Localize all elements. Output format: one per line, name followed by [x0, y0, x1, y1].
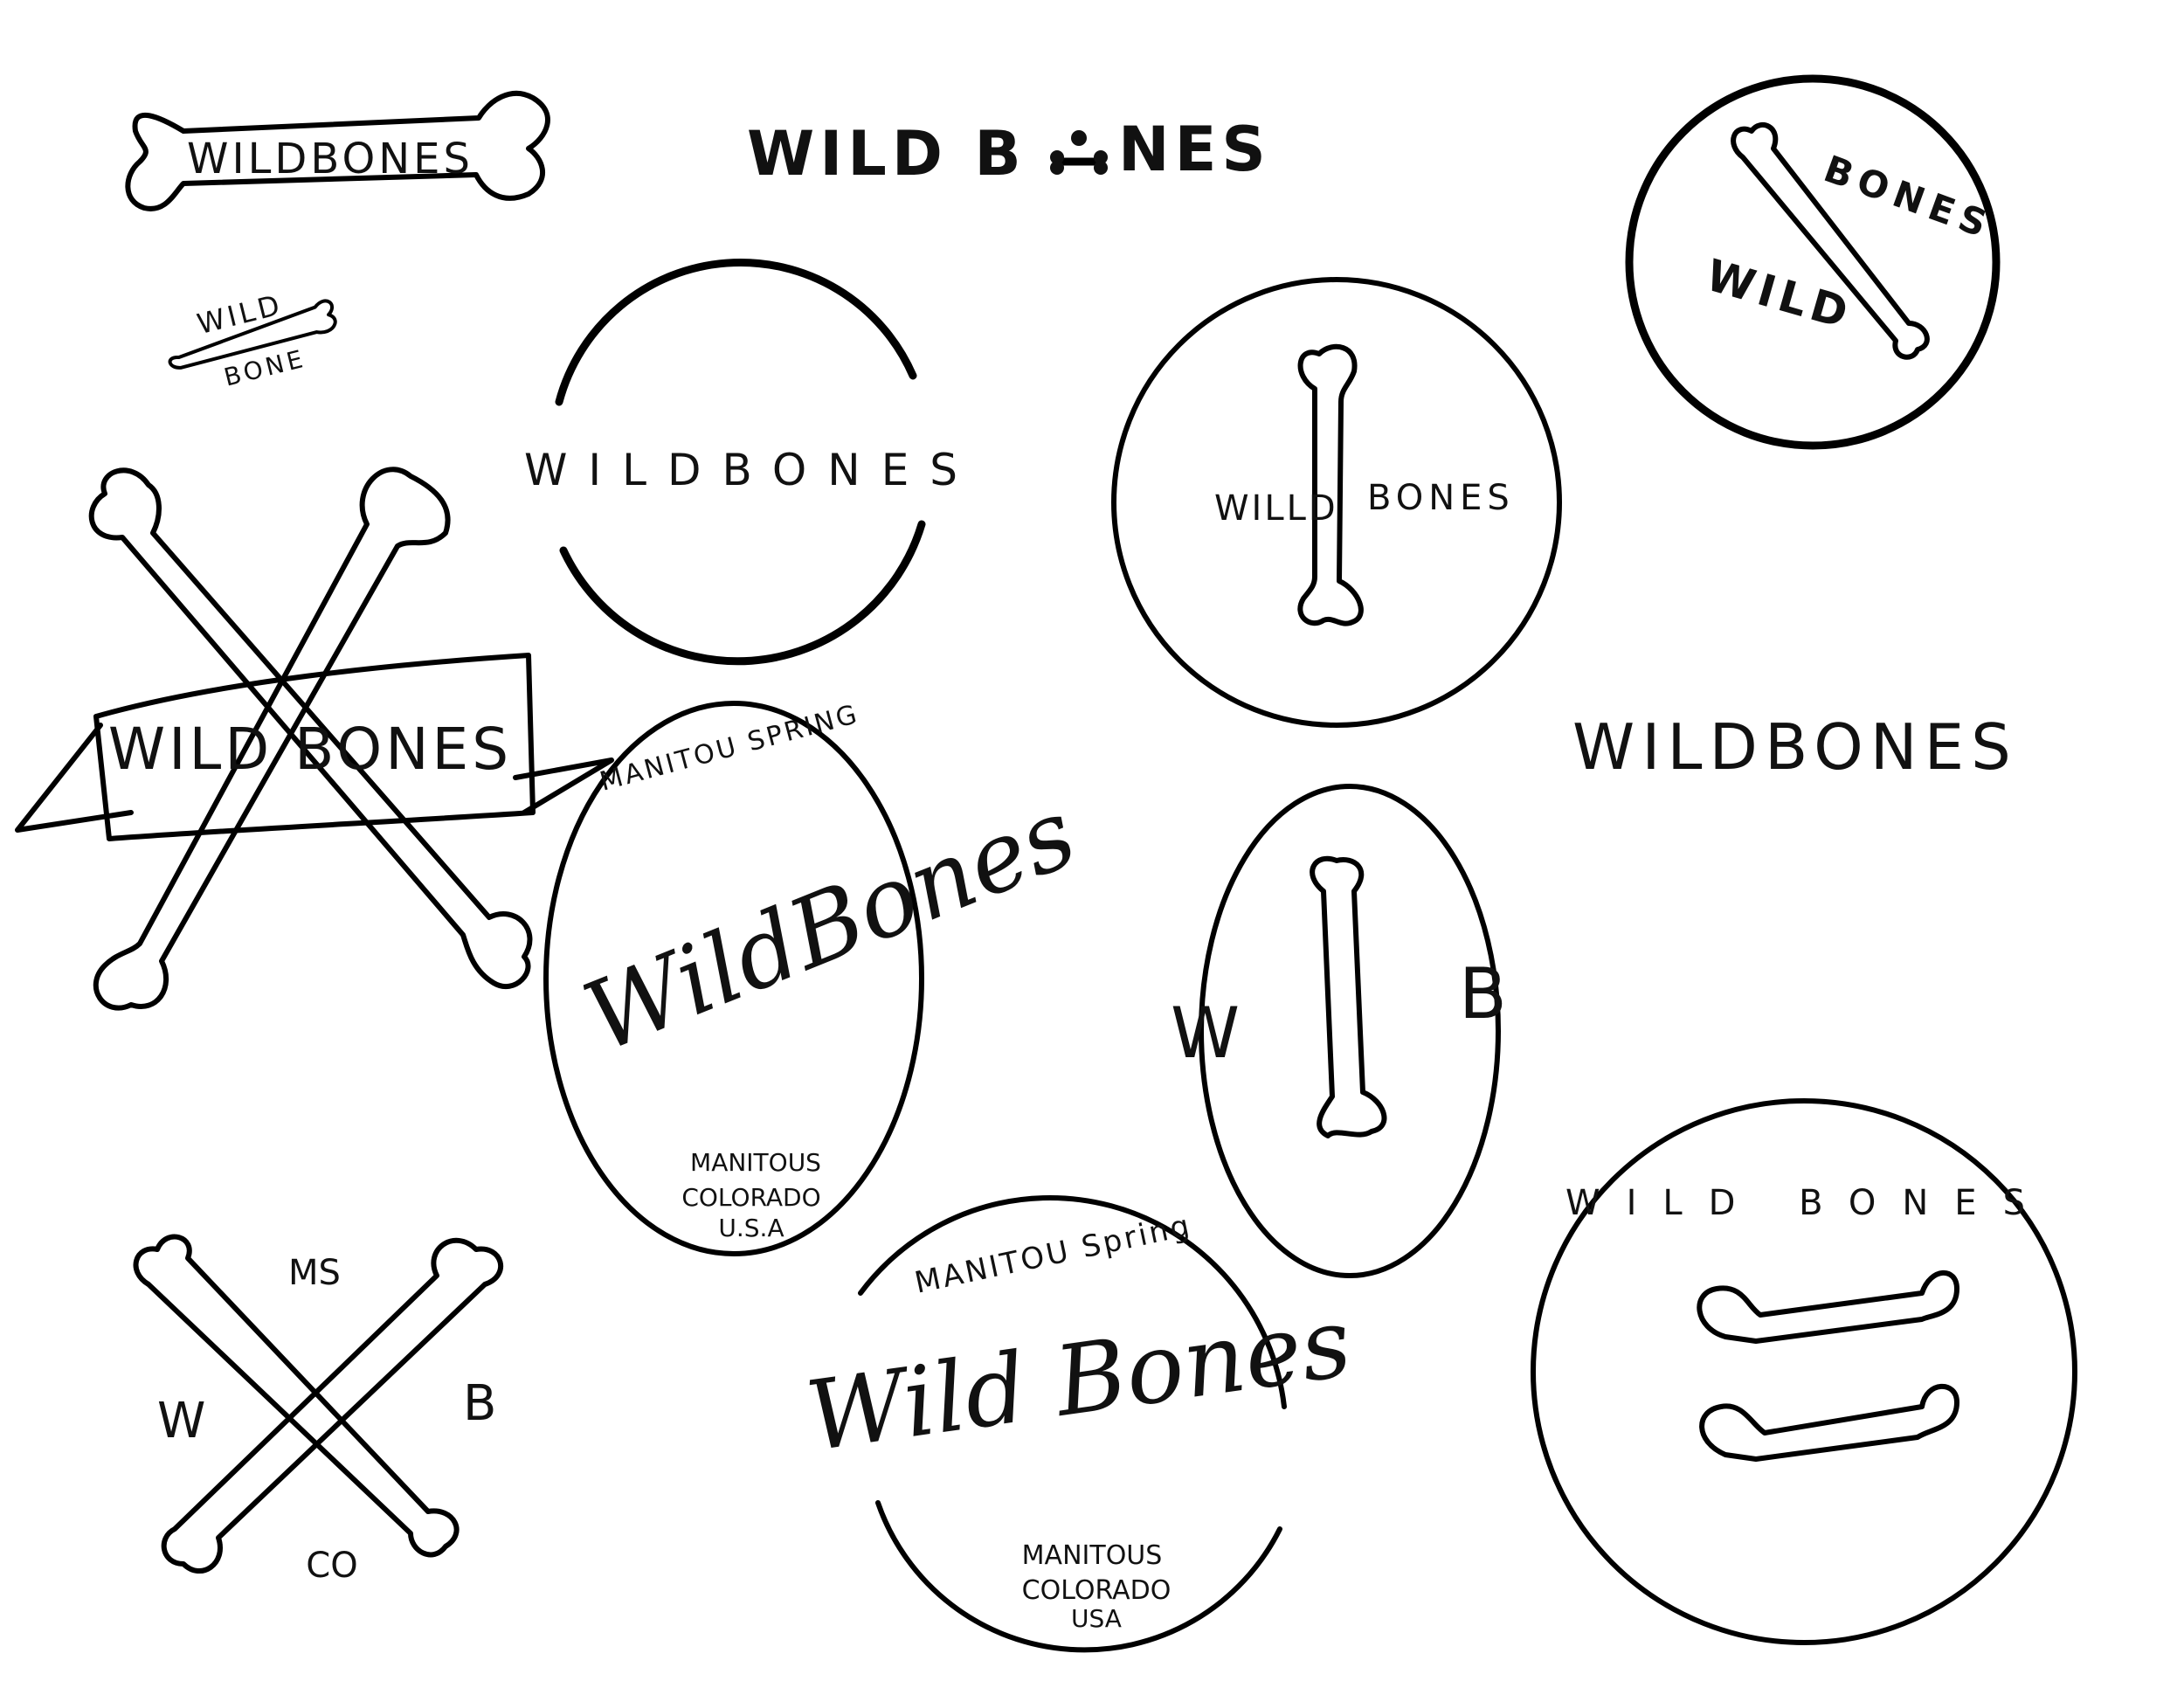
bone-banner-text: WILDBONES — [187, 135, 473, 183]
top-wordmark-left: WILD B — [747, 118, 1026, 190]
right-wordmark-text: WILDBONES — [1572, 710, 2018, 784]
circle-two-bones-arc: WILD BONES — [1565, 1183, 2051, 1223]
circle-bone-logo: WILLD BONES — [1111, 277, 1562, 728]
top-wordmark-right: NES — [1118, 114, 1271, 185]
cross-monogram-bottom: CO — [306, 1546, 357, 1586]
right-wordmark-logo: WILDBONES — [1572, 710, 2018, 784]
cross-monogram-top: MS — [288, 1253, 341, 1293]
bone-banner-logo: WILDBONES — [125, 91, 550, 211]
bone-icon — [1050, 130, 1108, 175]
oval-wb-left: W — [1171, 993, 1240, 1074]
bone-icon — [93, 467, 451, 1011]
cross-monogram-left: W — [157, 1393, 205, 1449]
crossbones-ribbon-text: WILD BONES — [108, 716, 512, 783]
badge-script-footer-1: MANITOUS — [1022, 1540, 1163, 1571]
crossbones-ribbon-logo: WILD BONES — [15, 467, 614, 1011]
circle-two-bones-logo: WILD BONES — [1531, 1098, 2077, 1645]
oval-script-footer-2: COLORADO — [681, 1183, 820, 1212]
oval-wb-logo: W B — [1171, 784, 1507, 1278]
oval-script-footer-3: U.S.A — [718, 1214, 784, 1242]
bone-icon — [88, 467, 533, 990]
top-wordmark-logo: WILD B NES — [747, 114, 1271, 190]
circle-bone-left: WILLD — [1214, 488, 1338, 529]
ring-wordmark-logo: WILDBONES — [524, 259, 978, 666]
oval-wb-right: B — [1459, 953, 1507, 1034]
badge-script-footer-2: COLORADO — [1022, 1575, 1171, 1606]
cross-monogram-right: B — [463, 1375, 496, 1432]
cross-monogram-logo: MS W B CO — [133, 1234, 504, 1586]
oval-script-footer-1: MANITOUS — [690, 1148, 821, 1177]
badge-script-footer-3: USA — [1071, 1604, 1122, 1633]
circle-bone-right: BONES — [1367, 478, 1515, 518]
ring-wordmark-text: WILDBONES — [524, 445, 978, 495]
